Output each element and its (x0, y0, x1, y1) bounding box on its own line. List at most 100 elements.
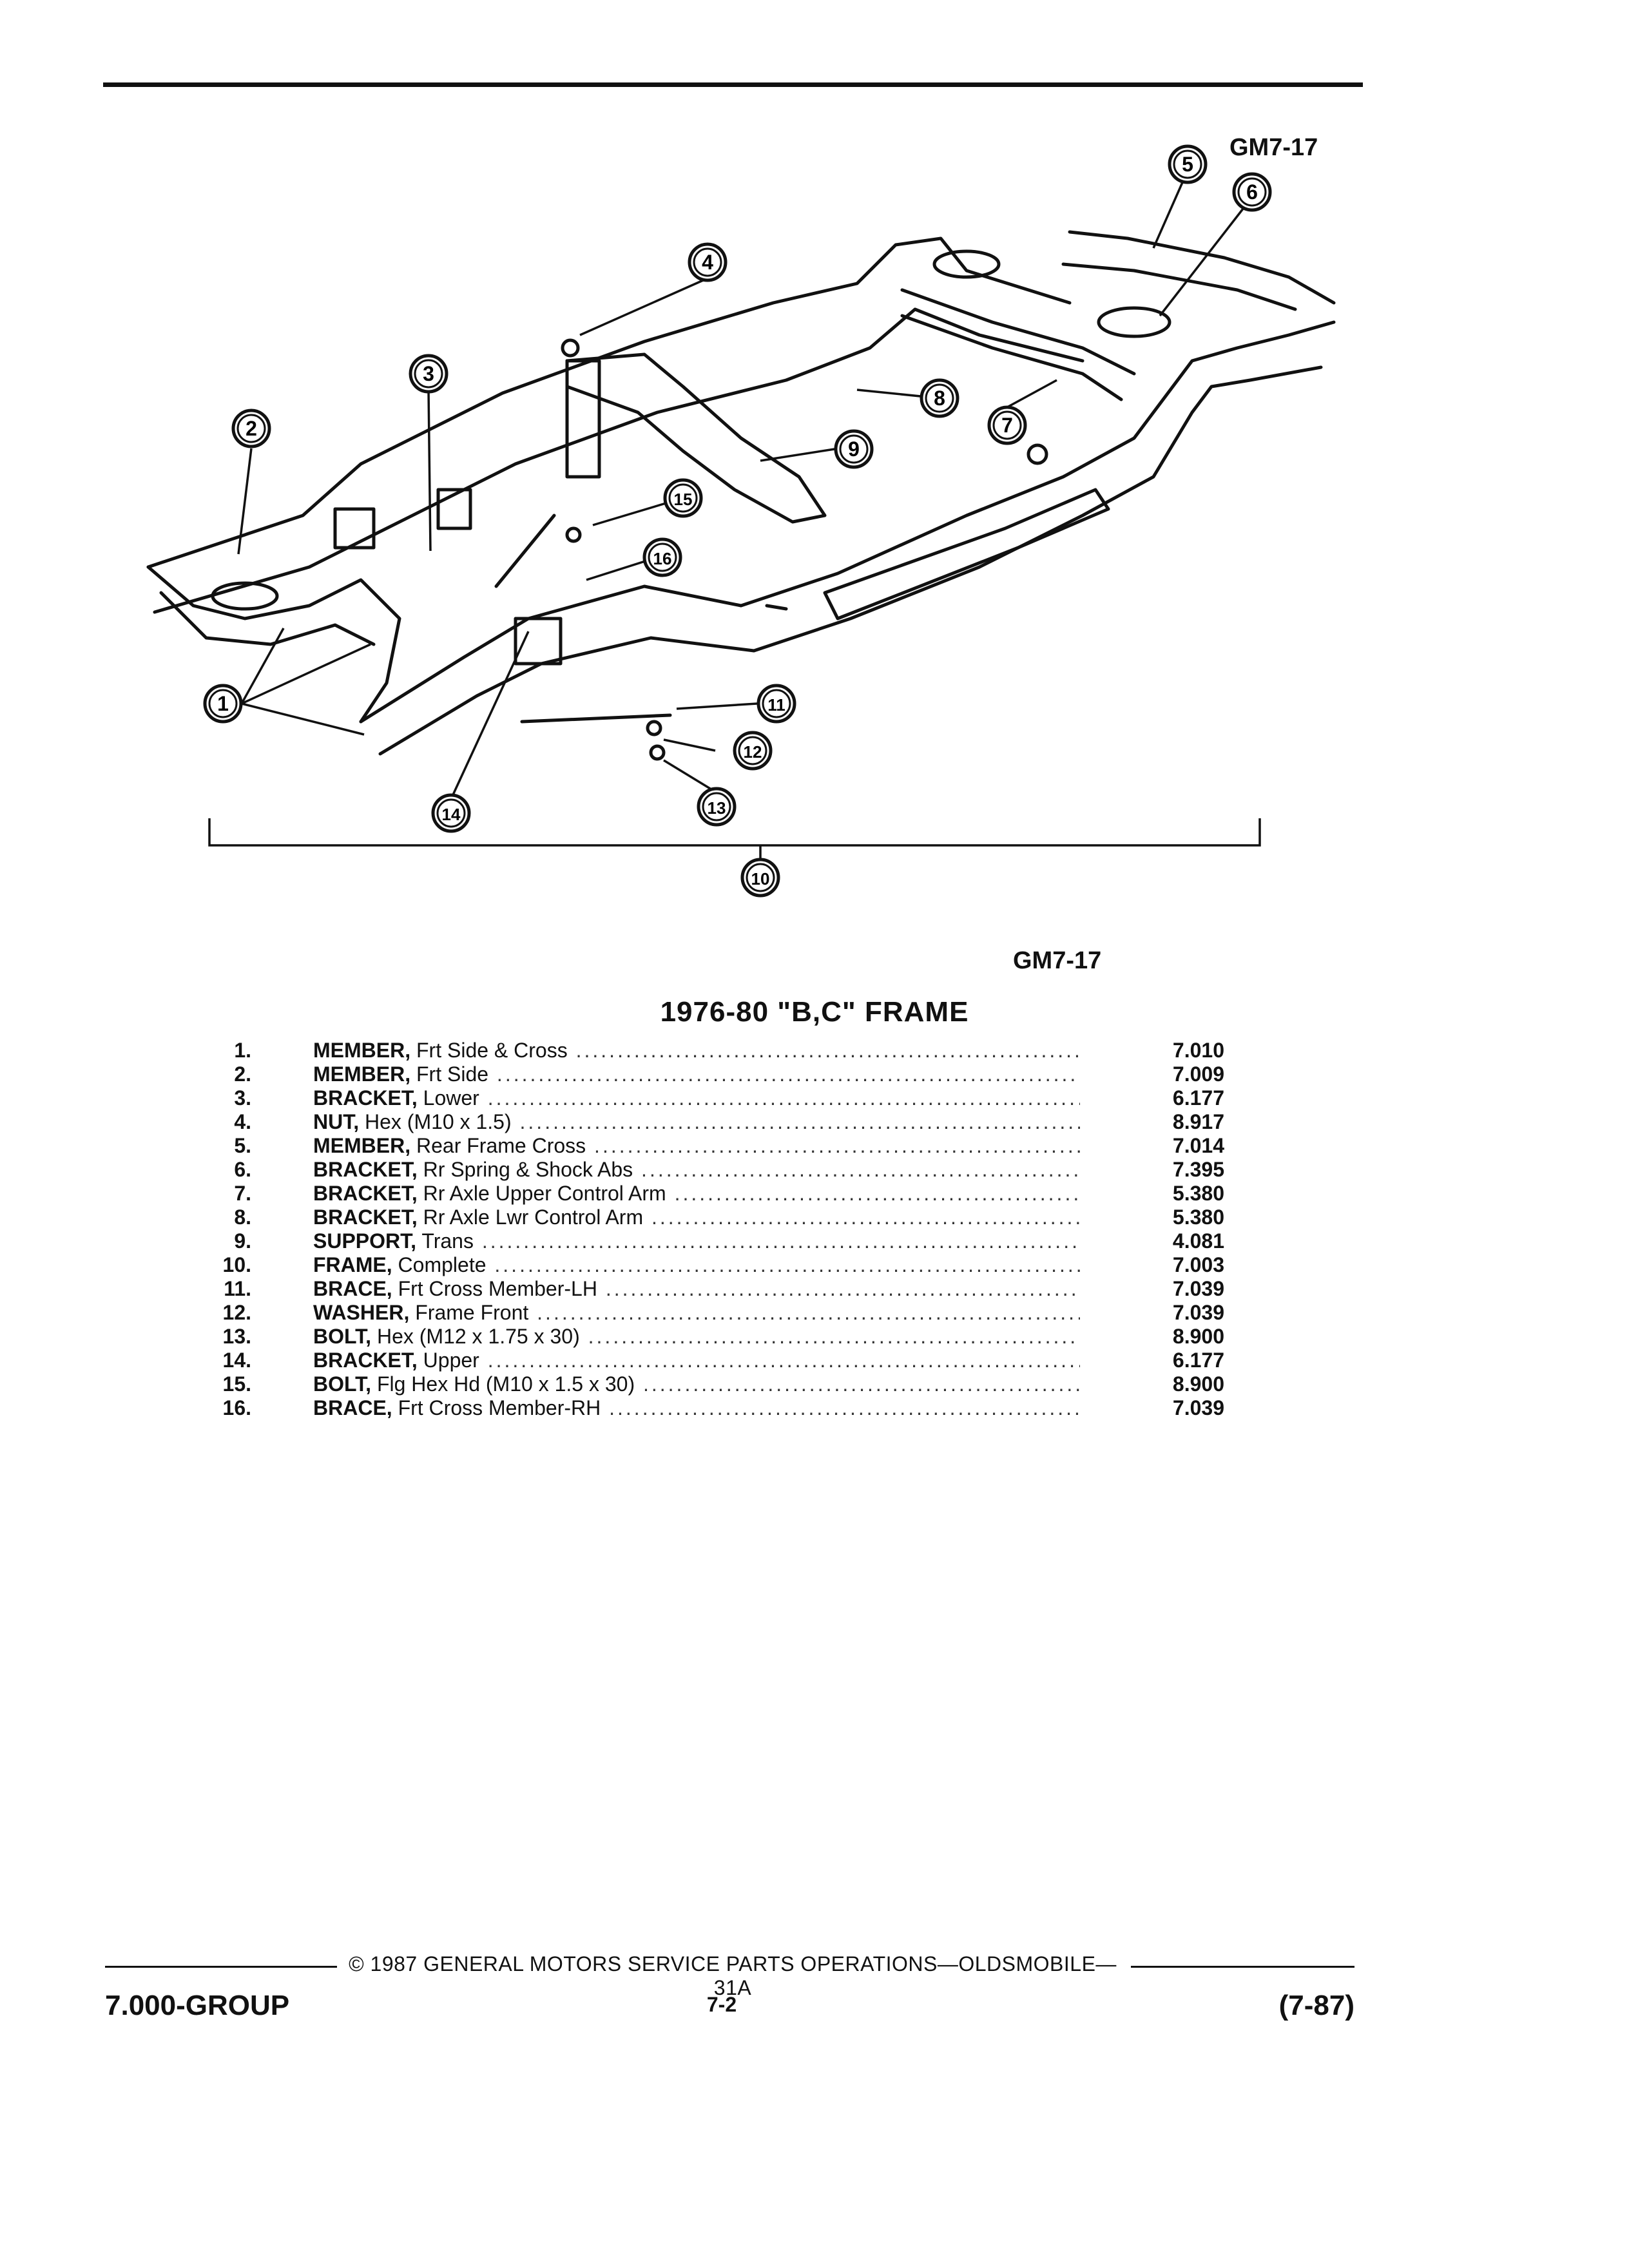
callout-inner-ring (746, 863, 775, 892)
callout-1: 1 (203, 684, 243, 724)
part-description: BRACKET, Rr Axle Lwr Control Arm .......… (313, 1206, 1080, 1229)
part-group-number: 7.014 (1172, 1134, 1224, 1157)
part-group-number: 5.380 (1172, 1182, 1224, 1205)
callout-8: 8 (920, 378, 959, 418)
parts-list-row: 10.FRAME, Complete .....................… (193, 1253, 1224, 1277)
part-number: 5. (234, 1134, 251, 1157)
part-detail: Frt Cross Member-RH (398, 1396, 601, 1419)
callout-inner-ring (762, 689, 791, 718)
callout-inner-ring (236, 414, 266, 443)
callout-number: 8 (934, 387, 945, 410)
part-description: SUPPORT, Trans .........................… (313, 1229, 1080, 1253)
callout-number: 15 (674, 490, 693, 509)
transmission-support (565, 352, 827, 524)
part-number: 15. (222, 1372, 251, 1396)
part-description: WASHER, Frame Front ....................… (313, 1301, 1080, 1325)
callout-number: 9 (848, 437, 860, 461)
part-name: BRACKET, (313, 1349, 418, 1372)
callout-number: 10 (751, 869, 770, 889)
part-description: MEMBER, Frt Side .......................… (313, 1062, 1080, 1086)
part-detail: Lower (423, 1086, 479, 1110)
rear-cross-member (1068, 230, 1336, 305)
callout-number: 16 (653, 549, 672, 568)
callout-number: 2 (246, 417, 257, 440)
part-name: BOLT, (313, 1325, 372, 1348)
callout-12: 12 (733, 731, 773, 771)
parts-list-row: 13.BOLT, Hex (M12 x 1.75 x 30) .........… (193, 1325, 1224, 1349)
dot-leader: ........................................… (575, 1039, 1080, 1062)
callout-number: 5 (1182, 153, 1193, 176)
front-cross-member (146, 565, 401, 724)
part-detail: Frt Side (416, 1062, 489, 1086)
part-group-number: 7.010 (1172, 1039, 1224, 1062)
part-detail: Rr Spring & Shock Abs (423, 1158, 633, 1181)
part-number: 2. (234, 1062, 251, 1086)
parts-list-row: 5.MEMBER, Rear Frame Cross .............… (193, 1134, 1224, 1158)
callout-14: 14 (431, 793, 471, 833)
callout-number: 1 (217, 692, 229, 715)
part-name: BOLT, (313, 1372, 372, 1396)
dot-leader: ........................................… (674, 1182, 1080, 1205)
footer-rule-left (105, 1966, 337, 1968)
part-name: BRACKET, (313, 1158, 418, 1181)
part-group-number: 7.039 (1172, 1277, 1224, 1300)
part-number: 8. (234, 1206, 251, 1229)
part-group-number: 6.177 (1172, 1086, 1224, 1110)
callout-2: 2 (231, 408, 271, 448)
callout-6: 6 (1232, 172, 1272, 212)
callout-inner-ring (668, 483, 698, 513)
part-name: MEMBER, (313, 1134, 411, 1157)
part-group-number: 7.009 (1172, 1062, 1224, 1086)
footer-copyright: © 1987 GENERAL MOTORS SERVICE PARTS OPER… (349, 1952, 1117, 1999)
part-detail: Frame Front (415, 1301, 529, 1324)
figure-code-bottom: GM7-17 (1013, 947, 1102, 974)
parts-list-row: 12.WASHER, Frame Front .................… (193, 1301, 1224, 1325)
part-detail: Complete (398, 1253, 487, 1276)
footer-rule-right (1131, 1966, 1354, 1968)
callout-inner-ring (1173, 149, 1202, 179)
part-detail: Frt Side & Cross (416, 1039, 568, 1062)
part-group-number: 6.177 (1172, 1349, 1224, 1372)
part-detail: Rr Axle Upper Control Arm (423, 1182, 666, 1205)
callout-number: 13 (708, 798, 726, 818)
dot-leader: ........................................… (487, 1086, 1080, 1110)
part-number: 7. (234, 1182, 251, 1205)
part-description: BOLT, Hex (M12 x 1.75 x 30) ............… (313, 1325, 1080, 1349)
callout-15: 15 (663, 478, 703, 518)
part-group-number: 7.039 (1172, 1301, 1224, 1324)
dot-leader: ........................................… (605, 1277, 1080, 1300)
part-number: 9. (234, 1229, 251, 1253)
figure-code-top: GM7-17 (1229, 134, 1318, 161)
callout-inner-ring (693, 247, 722, 277)
callout-inner-ring (414, 359, 443, 389)
part-group-number: 8.900 (1172, 1325, 1224, 1348)
part-number: 10. (222, 1253, 251, 1276)
callout-number: 11 (767, 695, 786, 715)
part-detail: Rear Frame Cross (416, 1134, 586, 1157)
callout-inner-ring (738, 736, 767, 765)
footer-date: (7-87) (1278, 1990, 1354, 2021)
part-detail: Trans (421, 1229, 474, 1253)
part-description: MEMBER, Frt Side & Cross ...............… (313, 1039, 1080, 1062)
parts-list-row: 3.BRACKET, Lower .......................… (193, 1086, 1224, 1110)
part-description: BRACKET, Rr Spring & Shock Abs .........… (313, 1158, 1080, 1182)
callout-inner-ring (648, 543, 677, 572)
part-description: BOLT, Flg Hex Hd (M10 x 1.5 x 30) ......… (313, 1372, 1080, 1396)
right-frame-rail (359, 320, 1336, 724)
top-rule (103, 82, 1363, 87)
callout-inner-ring (1237, 177, 1267, 207)
callout-inner-ring (208, 689, 238, 718)
part-number: 3. (234, 1086, 251, 1110)
callout-10: 10 (740, 858, 780, 898)
parts-list-row: 7.BRACKET, Rr Axle Upper Control Arm ...… (193, 1182, 1224, 1206)
part-number: 4. (234, 1110, 251, 1133)
dot-leader: ........................................… (519, 1110, 1080, 1133)
parts-list-row: 4.NUT, Hex (M10 x 1.5) .................… (193, 1110, 1224, 1134)
callout-number: 7 (1001, 414, 1013, 437)
dot-leader: ........................................… (651, 1206, 1080, 1229)
callout-11: 11 (757, 684, 796, 724)
parts-list-row: 11.BRACE, Frt Cross Member-LH ..........… (193, 1277, 1224, 1301)
part-group-number: 4.081 (1172, 1229, 1224, 1253)
part-group-number: 7.003 (1172, 1253, 1224, 1276)
